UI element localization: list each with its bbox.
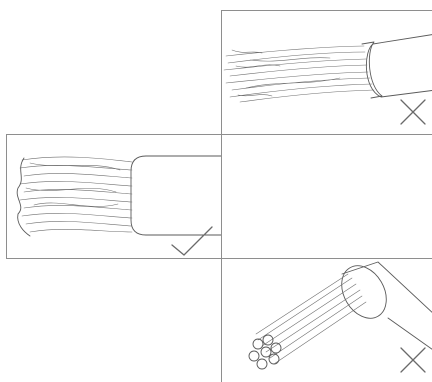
insulation-jacket (131, 156, 221, 235)
twisted-strands (17, 157, 132, 236)
insulation-sleeve (366, 34, 432, 97)
check-icon (172, 227, 212, 255)
insulation-end (333, 258, 396, 326)
panel-separated-strands (222, 258, 432, 382)
cross-icon (401, 100, 425, 124)
panel-frame (222, 135, 432, 259)
loose-strands (256, 274, 366, 364)
panel-frayed-strands (222, 11, 432, 135)
strand-ends (249, 335, 281, 369)
cross-icon (401, 348, 425, 372)
panel-frame (222, 259, 432, 382)
panel-twisted-bundle (7, 135, 222, 259)
frayed-strands (224, 46, 374, 102)
wire-illustration (224, 34, 432, 102)
wire-illustration (17, 156, 221, 236)
panel-empty (222, 135, 432, 259)
panel-frame (222, 11, 432, 135)
panel-frame (7, 135, 222, 259)
insulation-sleeve (342, 262, 432, 352)
